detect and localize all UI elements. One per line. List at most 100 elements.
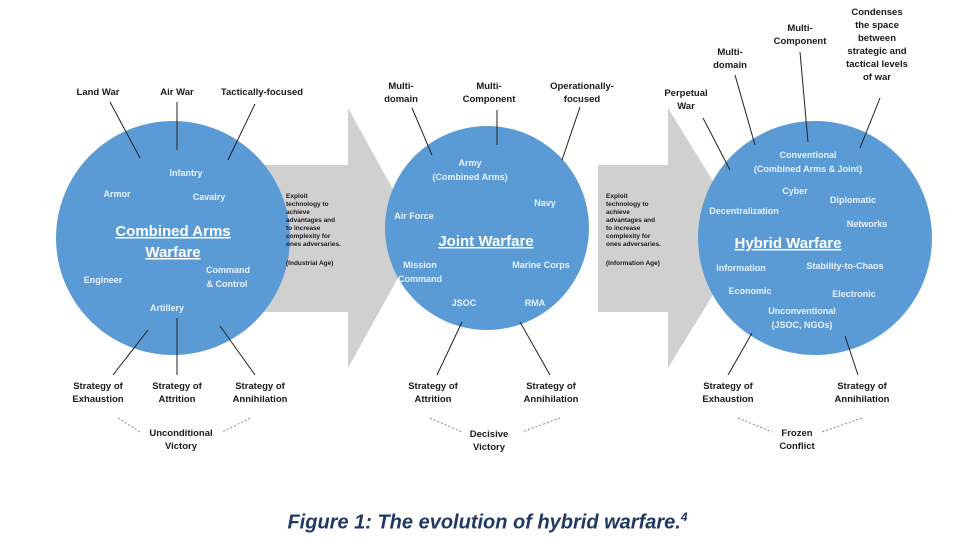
- arrow-2: [598, 108, 748, 368]
- c1-strategy-attrition-1: Strategy of: [152, 381, 202, 392]
- caption-text: Figure 1: The evolution of hybrid warfar…: [287, 511, 681, 534]
- circle3-combined-joint: (Combined Arms & Joint): [754, 164, 862, 174]
- svg-text:to increase: to increase: [606, 225, 641, 232]
- c3-condenses-3: between: [858, 33, 896, 44]
- circle1-title-line1: Combined Arms: [115, 223, 230, 240]
- circle1-armor: Armor: [103, 189, 131, 199]
- circle1-command: Command: [206, 265, 250, 275]
- circle-combined-arms: [56, 121, 290, 355]
- svg-text:advantages and: advantages and: [286, 217, 335, 224]
- c2-strategy-attrition-2: Attrition: [415, 394, 452, 405]
- c2-operationally-2: focused: [564, 94, 601, 105]
- c3-perpetual-1: Perpetual: [664, 88, 707, 99]
- svg-text:Exploit: Exploit: [606, 193, 629, 200]
- circle3-economic: Economic: [728, 286, 771, 296]
- circle3-stability: Stability-to-Chaos: [806, 261, 883, 271]
- c3-condenses-2: the space: [855, 20, 899, 31]
- svg-text:complexity for: complexity for: [286, 233, 331, 240]
- circle2-rma: RMA: [525, 298, 546, 308]
- circle1-control: & Control: [207, 279, 248, 289]
- circle1-engineer: Engineer: [84, 275, 123, 285]
- circle3-title: Hybrid Warfare: [735, 235, 842, 252]
- circle1-artillery: Artillery: [150, 303, 184, 313]
- circle3-jsoc-ngos: (JSOC, NGOs): [771, 320, 832, 330]
- c1-strategy-exhaustion-1: Strategy of: [73, 381, 123, 392]
- c3-condenses-1: Condenses: [851, 7, 902, 18]
- svg-text:ones adversaries.: ones adversaries.: [286, 241, 341, 248]
- c2-multidomain-1: Multi-: [388, 81, 413, 92]
- circle3-diplomatic: Diplomatic: [830, 195, 876, 205]
- svg-text:technology to: technology to: [286, 201, 329, 208]
- svg-text:ones adversaries.: ones adversaries.: [606, 241, 661, 248]
- c2-multidomain-2: domain: [384, 94, 418, 105]
- circle3-conventional: Conventional: [779, 150, 836, 160]
- c1-strategy-attrition-2: Attrition: [159, 394, 196, 405]
- circle2-combined-arms: (Combined Arms): [432, 172, 507, 182]
- circle3-information: Information: [716, 263, 766, 273]
- c3-condenses-6: of war: [863, 72, 891, 83]
- c2-outcome-2: Victory: [473, 442, 506, 453]
- circle3-cyber: Cyber: [782, 186, 808, 196]
- circle2-jsoc: JSOC: [452, 298, 477, 308]
- c3-outcome-2: Conflict: [779, 441, 815, 452]
- arrow2-text: Exploit technology to achieve advantages…: [606, 193, 661, 267]
- circle2-command: Command: [398, 274, 442, 284]
- c2-operationally-1: Operationally-: [550, 81, 614, 92]
- tactically-focused-label: Tactically-focused: [221, 87, 303, 98]
- c3-strategy-annihilation-1: Strategy of: [837, 381, 887, 392]
- svg-text:(Industrial Age): (Industrial Age): [286, 260, 333, 267]
- svg-text:complexity for: complexity for: [606, 233, 651, 240]
- c1-strategy-annihilation-1: Strategy of: [235, 381, 285, 392]
- c3-multicomponent-1: Multi-: [787, 23, 812, 34]
- c3-multidomain-2: domain: [713, 60, 747, 71]
- c1-outcome-2: Victory: [165, 441, 198, 452]
- c3-strategy-annihilation-2: Annihilation: [835, 394, 890, 405]
- circle2-title: Joint Warfare: [438, 233, 533, 250]
- circle2-navy: Navy: [534, 198, 556, 208]
- c3-strategy-exhaustion-2: Exhaustion: [702, 394, 753, 405]
- svg-text:to increase: to increase: [286, 225, 321, 232]
- circle3-decentralization: Decentralization: [709, 206, 779, 216]
- c1-outcome-1: Unconditional: [149, 428, 212, 439]
- connector-lines: [109, 51, 881, 376]
- svg-text:advantages and: advantages and: [606, 217, 655, 224]
- c1-strategy-exhaustion-2: Exhaustion: [72, 394, 123, 405]
- c2-strategy-annihilation-2: Annihilation: [524, 394, 579, 405]
- c2-outcome-1: Decisive: [470, 429, 509, 440]
- figure-caption: Figure 1: The evolution of hybrid warfar…: [0, 510, 975, 535]
- circle1-infantry: Infantry: [169, 168, 202, 178]
- caption-footnote: 4: [680, 510, 688, 524]
- c1-strategy-annihilation-2: Annihilation: [233, 394, 288, 405]
- c3-multidomain-1: Multi-: [717, 47, 742, 58]
- c3-strategy-exhaustion-1: Strategy of: [703, 381, 753, 392]
- c3-outcome-1: Frozen: [781, 428, 812, 439]
- c3-multicomponent-2: Component: [774, 36, 828, 47]
- circle2-army: Army: [458, 158, 481, 168]
- circle2-mission: Mission: [403, 260, 437, 270]
- hybrid-warfare-diagram: Combined Arms Warfare Infantry Armor Cav…: [56, 7, 932, 453]
- land-war-label: Land War: [77, 87, 120, 98]
- c3-condenses-5: tactical levels: [846, 59, 908, 70]
- c2-strategy-annihilation-1: Strategy of: [526, 381, 576, 392]
- arrow1-text: Exploit technology to achieve advantages…: [286, 193, 341, 267]
- c2-strategy-attrition-1: Strategy of: [408, 381, 458, 392]
- c2-multicomponent-2: Component: [463, 94, 517, 105]
- c3-condenses-4: strategic and: [847, 46, 906, 57]
- circle1-cavalry: Cavalry: [193, 192, 226, 202]
- circle-joint-warfare: [385, 126, 589, 330]
- c2-multicomponent-1: Multi-: [476, 81, 501, 92]
- circle3-unconventional: Unconventional: [768, 306, 836, 316]
- circle2-air-force: Air Force: [394, 211, 434, 221]
- svg-text:technology to: technology to: [606, 201, 649, 208]
- c3-perpetual-2: War: [677, 101, 695, 112]
- svg-text:Exploit: Exploit: [286, 193, 309, 200]
- svg-text:achieve: achieve: [286, 209, 310, 216]
- circle1-title-line2: Warfare: [145, 244, 200, 261]
- circle3-networks: Networks: [847, 219, 888, 229]
- outcome-lines: [117, 417, 863, 433]
- air-war-label: Air War: [160, 87, 194, 98]
- circle3-electronic: Electronic: [832, 289, 876, 299]
- circle2-marine-corps: Marine Corps: [512, 260, 570, 270]
- circle-hybrid-warfare: [698, 121, 932, 355]
- arrow-1: [262, 108, 420, 368]
